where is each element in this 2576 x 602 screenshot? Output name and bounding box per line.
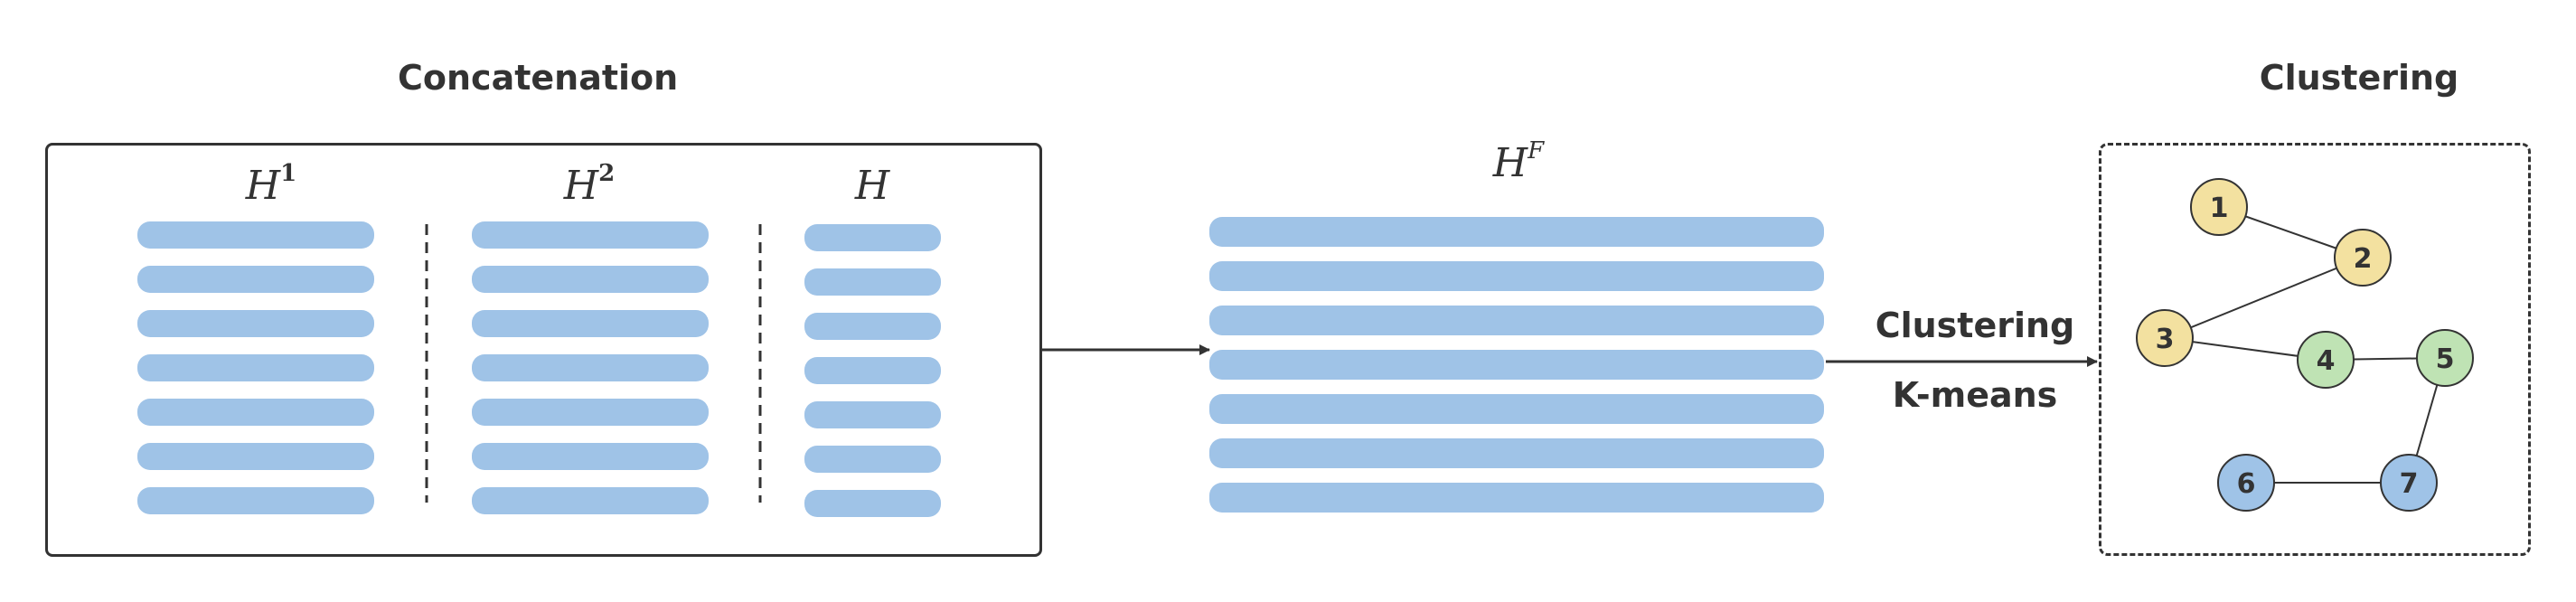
h1-bar xyxy=(137,487,374,514)
clustering-box xyxy=(2099,143,2531,556)
graph-node-5 xyxy=(2416,329,2474,387)
kmeans-arrow-label: K-means xyxy=(1892,375,2058,415)
graph-node-3 xyxy=(2136,309,2194,367)
h1-bar xyxy=(137,443,374,470)
graph-node-4 xyxy=(2297,331,2355,389)
graph-node-2 xyxy=(2334,229,2392,287)
concatenation-box xyxy=(45,143,1042,557)
clustering-title: Clustering xyxy=(2259,58,2459,98)
h-label: H xyxy=(854,163,890,209)
h2-bar xyxy=(472,354,709,381)
h2-bar xyxy=(472,443,709,470)
h-bar xyxy=(804,446,941,473)
cluster-graph: 1 2 3 4 5 6 7 xyxy=(2136,178,2474,512)
graph-node-label: 2 xyxy=(2354,243,2373,275)
graph-node-1 xyxy=(2190,178,2248,236)
h1-bar xyxy=(137,221,374,249)
graph-node-label: 6 xyxy=(2237,468,2256,500)
concatenation-title: Concatenation xyxy=(398,58,679,98)
hf-bar xyxy=(1209,350,1824,380)
h1-bar xyxy=(137,399,374,426)
clustering-arrow-label: Clustering xyxy=(1875,306,2075,345)
h-bar xyxy=(804,224,941,251)
graph-node-label: 3 xyxy=(2156,324,2175,355)
h2-bar xyxy=(472,399,709,426)
graph-node-label: 1 xyxy=(2210,193,2229,224)
hf-bar xyxy=(1209,483,1824,513)
hf-bar xyxy=(1209,217,1824,247)
graph-node-7 xyxy=(2380,454,2438,512)
h1-bar xyxy=(137,354,374,381)
h2-bar xyxy=(472,221,709,249)
h-bar xyxy=(804,313,941,340)
h2-bar xyxy=(472,310,709,337)
hf-bar xyxy=(1209,438,1824,468)
graph-node-label: 7 xyxy=(2400,468,2419,500)
hf-label: HF xyxy=(1492,137,1545,186)
h2-bar xyxy=(472,487,709,514)
graph-node-6 xyxy=(2217,454,2275,512)
graph-node-label: 5 xyxy=(2436,343,2455,375)
hf-bar xyxy=(1209,394,1824,424)
hf-bar xyxy=(1209,306,1824,335)
graph-edge xyxy=(2164,257,2364,339)
h-bar xyxy=(804,357,941,384)
h1-bar xyxy=(137,266,374,293)
h2-label: H2 xyxy=(563,160,616,209)
h2-bar xyxy=(472,266,709,293)
h-bar xyxy=(804,401,941,428)
h-bar xyxy=(804,268,941,296)
graph-node-label: 4 xyxy=(2317,345,2336,377)
h1-bar xyxy=(137,310,374,337)
h1-label: H1 xyxy=(245,160,297,209)
hf-bar xyxy=(1209,261,1824,291)
h-bar xyxy=(804,490,941,517)
